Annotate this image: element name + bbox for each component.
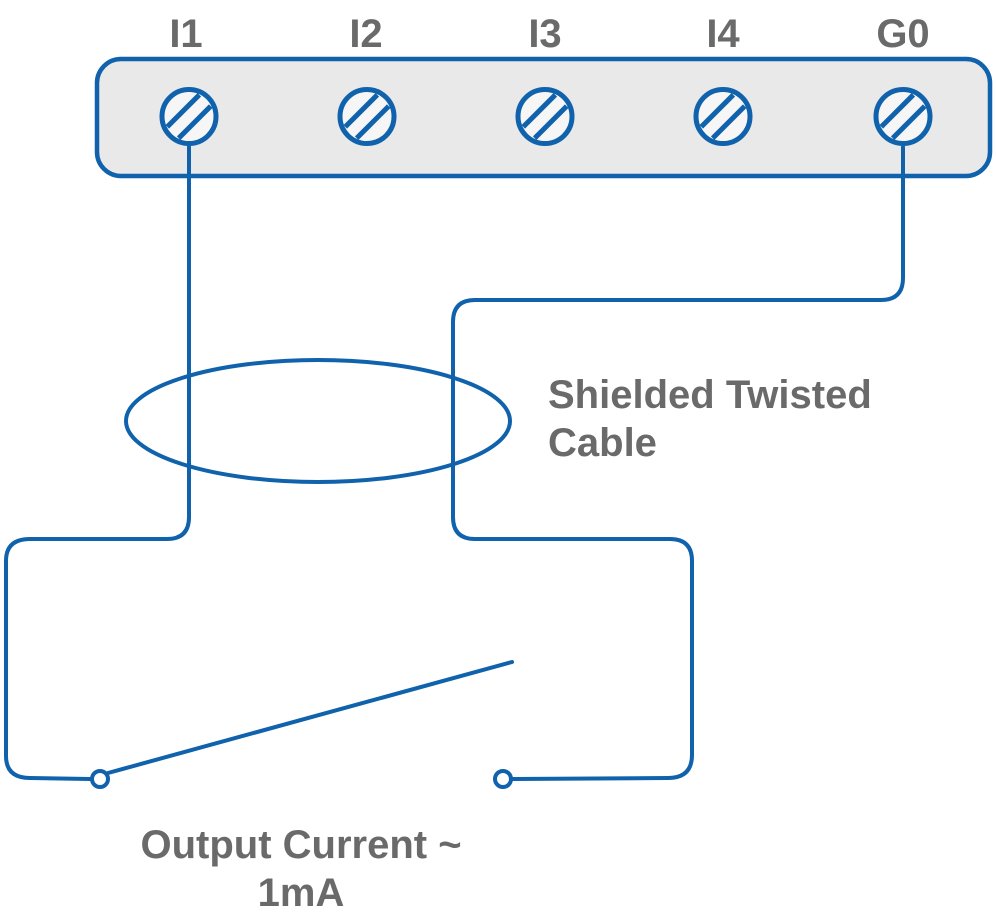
wire-i1-to-switch [4, 145, 191, 781]
screw-slot-icon [165, 93, 202, 129]
terminal-label-i4: I4 [706, 12, 740, 56]
switch-blade [106, 660, 514, 775]
terminal-screw-i3 [515, 87, 575, 146]
cable-label-line2: Cable [548, 421, 657, 465]
terminal-label-i2: I2 [349, 12, 382, 56]
screw-head-icon [693, 87, 753, 146]
screw-head-icon [337, 87, 397, 146]
terminal-screw-i1 [159, 87, 219, 146]
switch-contact-left [90, 769, 110, 789]
screw-slot-icon [343, 93, 380, 129]
screw-slot-icon [521, 93, 558, 129]
screw-slot-icon [354, 104, 391, 140]
screw-slot-icon [890, 104, 927, 140]
switch-contact-right [493, 769, 513, 789]
terminal-label-i3: I3 [528, 12, 561, 56]
screw-head-icon [873, 87, 933, 146]
screw-slot-icon [710, 104, 747, 140]
terminal-label-i1: I1 [169, 12, 202, 56]
wire-g0-to-switch [451, 145, 905, 781]
screw-slot-icon [879, 93, 916, 129]
terminal-screw-g0 [873, 87, 933, 146]
screw-slot-icon [176, 104, 213, 140]
terminal-screw-i2 [337, 87, 397, 146]
terminal-label-g0: G0 [876, 12, 929, 56]
screw-head-icon [159, 87, 219, 146]
terminal-screw-i4 [693, 87, 753, 146]
cable-shield-ellipse [124, 358, 512, 484]
screw-slot-icon [699, 93, 736, 129]
cable-label-line1: Shielded Twisted [548, 373, 872, 417]
output-label-line1: Output Current ~ [140, 823, 461, 867]
screw-head-icon [515, 87, 575, 146]
screw-slot-icon [532, 104, 569, 140]
output-label-line2: 1mA [258, 871, 345, 915]
